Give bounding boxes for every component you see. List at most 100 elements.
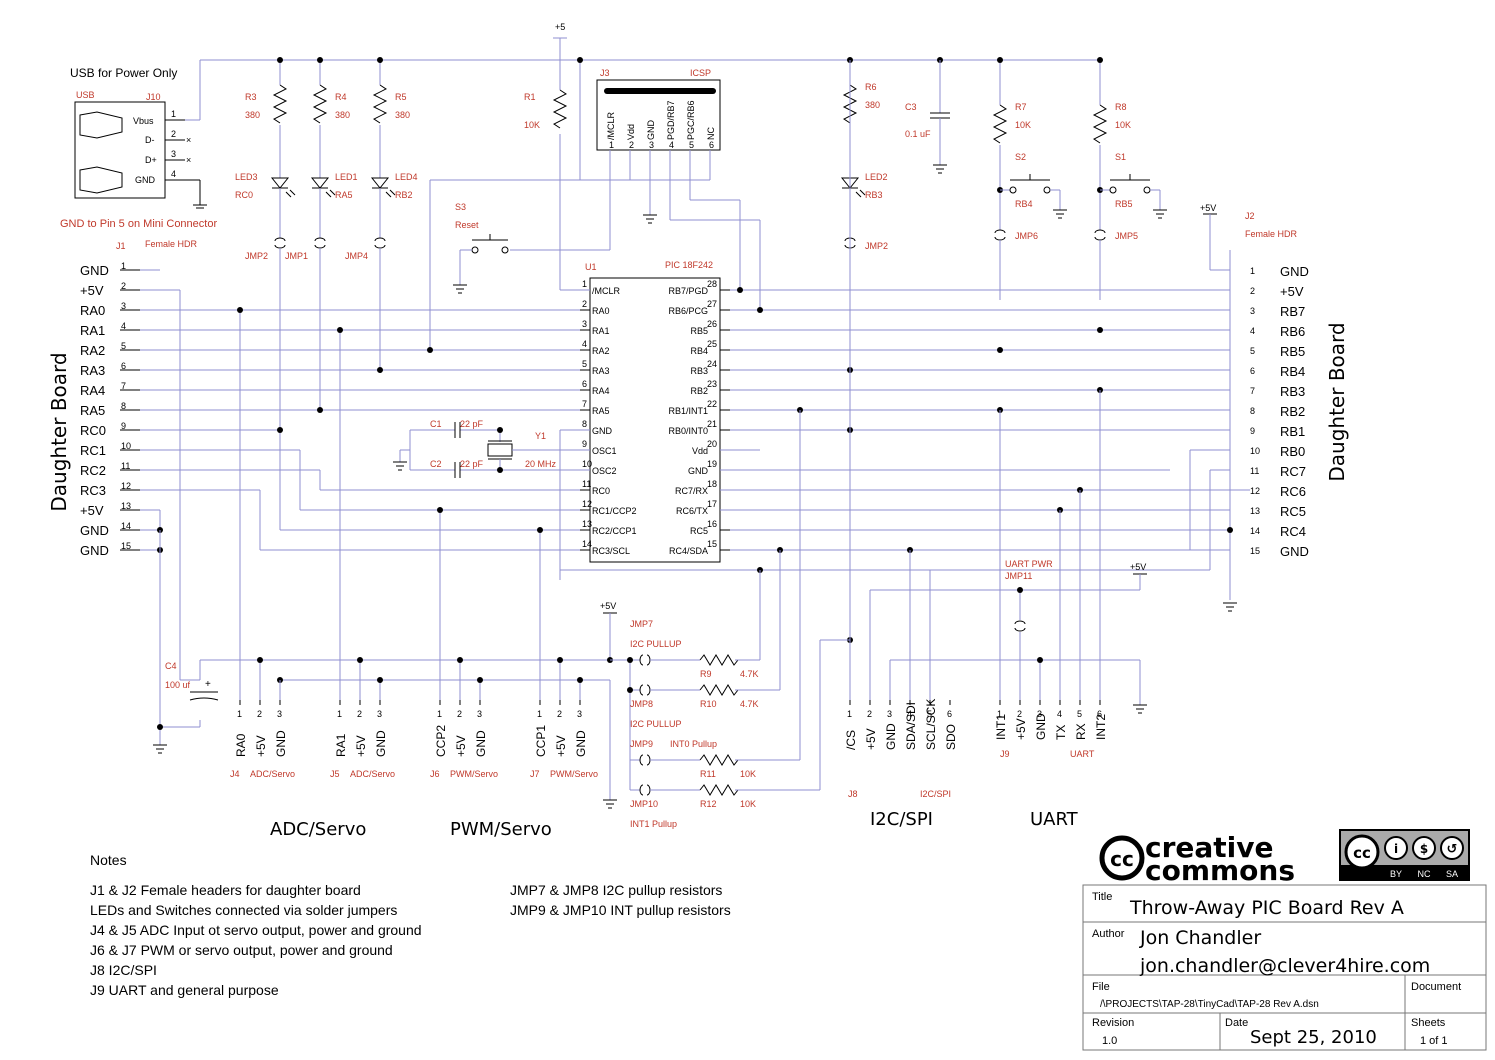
j1-label: RC2 — [80, 463, 106, 478]
r11-val: 10K — [740, 769, 756, 779]
u1-left-num: 3 — [582, 319, 587, 329]
j1-label: RC3 — [80, 483, 106, 498]
int1-pullup: INT1 Pullup — [630, 819, 677, 829]
j8-ref: J8 — [848, 789, 858, 799]
icsp-pin-name: PGD/RB7 — [666, 100, 676, 140]
led-ref: LED4 — [395, 172, 418, 182]
cc-mark: cc — [1110, 847, 1134, 871]
hdr-pin-label: GND — [574, 730, 588, 757]
c1-val: 22 pF — [460, 419, 484, 429]
c4-val: 100 uf — [165, 680, 191, 690]
j9-pin-num: 6 — [1097, 709, 1102, 719]
j2-pin-num: 3 — [1250, 306, 1255, 316]
s1-ref: S1 — [1115, 152, 1126, 162]
j1-label: RA2 — [80, 343, 105, 358]
j2-label: RB7 — [1280, 304, 1305, 319]
j9-pin-label: +5V — [1014, 718, 1028, 740]
osc-freq: 20 MHz — [525, 459, 557, 469]
creative-commons-logo: cc creative commons — [1099, 831, 1295, 887]
j8-pin-num: 1 — [847, 709, 852, 719]
j2-label: RB5 — [1280, 344, 1305, 359]
u1-right-name: Vdd — [692, 446, 708, 456]
j9-pin-num: 3 — [1037, 709, 1042, 719]
j2-label: RC6 — [1280, 484, 1306, 499]
title-uart: UART — [1030, 809, 1079, 830]
u1-right-num: 23 — [707, 379, 717, 389]
s3-ref: S3 — [455, 202, 466, 212]
jmp7-label: JMP7 — [630, 619, 653, 629]
i2c-pullup-2: I2C PULLUP — [630, 719, 682, 729]
u1-right-name: RC7/RX — [675, 486, 708, 496]
hdr-pin-label: GND — [374, 730, 388, 757]
hdr-pin-label: CCP1 — [534, 725, 548, 757]
u1-left-num: 6 — [582, 379, 587, 389]
tb-rev-label: Revision — [1092, 1017, 1134, 1029]
jmp1-label: JMP1 — [285, 251, 308, 261]
j2-label: RC5 — [1280, 504, 1306, 519]
sharealike-icon: ↺ — [1447, 842, 1458, 857]
j1-pin-num: 6 — [121, 361, 126, 371]
j2-label: RB0 — [1280, 444, 1305, 459]
j1-label: RA3 — [80, 363, 105, 378]
hdr-pin-num: 1 — [337, 709, 342, 719]
j2-label: RC4 — [1280, 524, 1306, 539]
hdr-ref: J7 — [530, 769, 540, 779]
j1-pin-num: 11 — [121, 461, 130, 471]
usb-pin4-num: 4 — [171, 169, 176, 179]
pullup-network: +5V JMP7 I2C PULLUP JMP8 I2C PULLUP JMP9… — [600, 410, 850, 829]
icsp-header: J3 ICSP 1/MCLR2Vdd3GND4PGD/RB75PGC/RB66N… — [429, 60, 761, 350]
resistor-val: 380 — [335, 110, 350, 120]
u1-left-name: /MCLR — [592, 286, 621, 296]
u1-left-num: 4 — [582, 339, 587, 349]
c1-ref: C1 — [430, 419, 442, 429]
j1-label: RA4 — [80, 383, 105, 398]
j1-label: +5V — [80, 283, 104, 298]
tb-email: jon.chandler@clever4hire.com — [1139, 955, 1430, 977]
c3-ref: C3 — [905, 102, 917, 112]
j1-pin-num: 12 — [121, 481, 131, 491]
bus-wires — [140, 269, 1250, 700]
s2-net: RB4 — [1015, 199, 1033, 209]
j8-pin-num: 3 — [887, 709, 892, 719]
pic-18f242: U1 PIC 18F242 1/MCLR2RA03RA14RA25RA36RA4… — [580, 260, 730, 563]
hdr-pin-label: GND — [474, 730, 488, 757]
u1-left-name: RC3/SCL — [592, 546, 630, 556]
j2-pin-num: 12 — [1250, 486, 1260, 496]
svg-text:×: × — [186, 135, 191, 145]
r10-val: 4.7K — [740, 699, 759, 709]
tb-title: Throw-Away PIC Board Rev A — [1129, 897, 1404, 919]
led-net: RC0 — [235, 190, 253, 200]
u1-ref: U1 — [585, 262, 597, 272]
led-ref: LED3 — [235, 172, 258, 182]
hdr-pin-num: 3 — [577, 709, 582, 719]
y1-ref: Y1 — [535, 431, 546, 441]
r9-ref: R9 — [700, 669, 712, 679]
j2-pin-num: 14 — [1250, 526, 1260, 536]
u1-right-name: RB0/INT0 — [668, 426, 708, 436]
daughter-board-left: Daughter Board — [47, 352, 71, 511]
u1-right-num: 26 — [707, 319, 717, 329]
j9-ref: J9 — [1000, 749, 1010, 759]
j1-pin-num: 1 — [121, 261, 126, 271]
r8-val: 10K — [1115, 120, 1131, 130]
j2-label: RB4 — [1280, 364, 1305, 379]
j2-pin-num: 7 — [1250, 386, 1255, 396]
led-net: RA5 — [335, 190, 353, 200]
u1-right-num: 16 — [707, 519, 717, 529]
hdr-pin-label: RA1 — [334, 733, 348, 757]
cc-license-badge: cc i $ ↺ BY NC SA — [1339, 829, 1470, 881]
j2-label: RB6 — [1280, 324, 1305, 339]
j2-label: GND — [1280, 544, 1309, 559]
u1-left-num: 2 — [582, 299, 587, 309]
j8-pin-label: SDA/SDI — [904, 702, 918, 750]
r9-val: 4.7K — [740, 669, 759, 679]
u1-right-name: RB3 — [690, 366, 708, 376]
r6-ref: R6 — [865, 82, 877, 92]
j2-plus5: +5V — [1200, 203, 1216, 213]
j2-pin-num: 6 — [1250, 366, 1255, 376]
usb-label: USB — [76, 90, 95, 100]
note-8: JMP9 & JMP10 INT pullup resistors — [510, 902, 731, 918]
pullup-plus5: +5V — [600, 601, 616, 611]
cc-line1: creative — [1145, 831, 1274, 864]
